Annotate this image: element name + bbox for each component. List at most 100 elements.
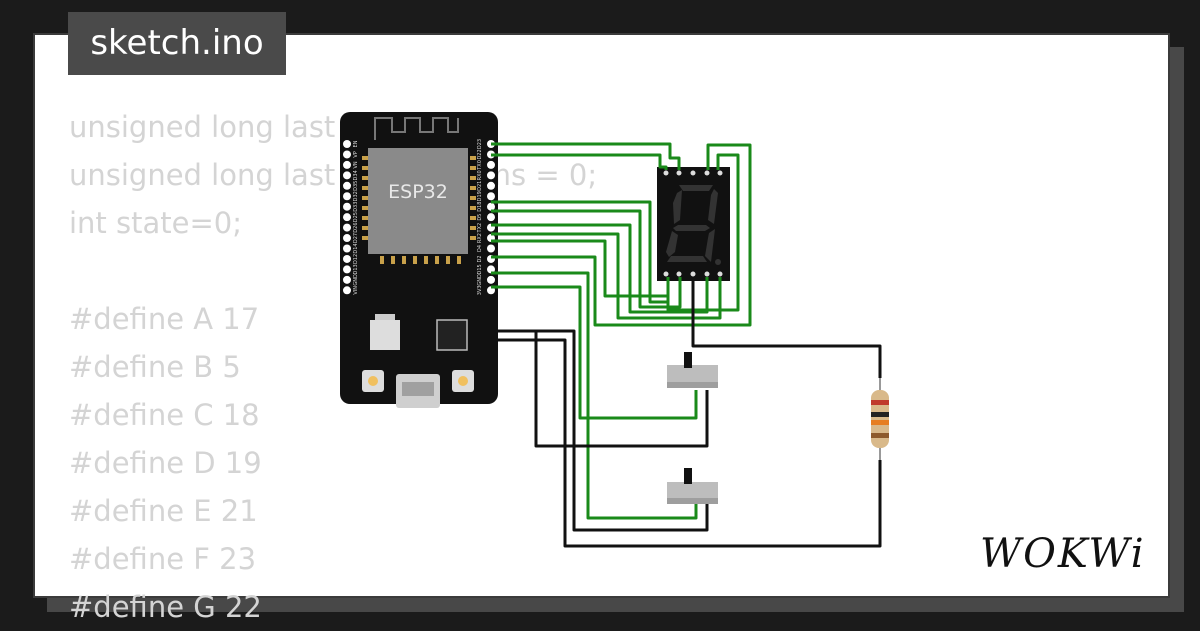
chip-pad [362,156,368,160]
band-2 [871,412,889,417]
right-pin-label-1: D22 [477,149,483,159]
chip-pad [470,206,476,210]
right-pin-hole-10[interactable] [487,244,495,253]
right-pin-hole-7[interactable] [487,213,495,222]
chip-label: ESP32 [388,181,448,203]
right-pin-hole-13[interactable] [487,275,495,284]
right-pin-label-10: D4 [477,245,483,252]
signal-wires [491,142,752,520]
resistor[interactable] [871,378,889,460]
chip-pad [457,256,461,264]
left-pin-hole-11[interactable] [343,254,351,263]
chip-pad [362,176,368,180]
wire-d4 [491,285,698,420]
segment-a [679,185,713,191]
wire-gnd-switch1 [491,329,709,448]
band-3 [871,420,889,425]
pin-holes: ENVPVND34D35D32D33D25D26D27D14D12D13GNDV… [343,139,495,295]
boot-button-cap [458,376,468,386]
left-pin-label-2: VN [353,161,359,168]
seven-segment-display[interactable] [657,167,730,281]
chip-pad [362,206,368,210]
chip-pad [470,216,476,220]
left-pin-hole-12[interactable] [343,265,351,274]
left-pin-label-13: GND [353,274,359,286]
left-pin-hole-14[interactable] [343,286,351,295]
left-pin-hole-2[interactable] [343,160,351,169]
left-pin-label-3: D34 [353,170,359,180]
en-button-cap [368,376,378,386]
band-1 [871,400,889,405]
left-pin-hole-13[interactable] [343,275,351,284]
chip-pad [391,256,395,264]
segment-c [705,229,715,262]
left-pin-hole-9[interactable] [343,234,351,243]
left-pin-label-7: D25 [353,212,359,222]
display-pins [663,170,723,277]
right-pin-label-9: RX2 [477,233,483,243]
left-pin-hole-6[interactable] [343,202,351,211]
wire-d2 [491,271,698,520]
ground-wires [491,277,882,548]
segments [666,185,718,262]
right-pin-label-4: D21 [477,181,483,191]
left-pin-hole-0[interactable] [343,140,351,148]
chip-pad [470,186,476,190]
right-pin-label-2: TX0 [477,160,483,171]
right-pin-hole-4[interactable] [487,181,495,190]
chip-pad [470,156,476,160]
file-tab[interactable]: sketch.ino [68,12,286,75]
left-pin-hole-1[interactable] [343,150,351,159]
wire-d22 [491,153,668,170]
usb-chip [436,319,468,351]
wire-d21 [491,200,670,304]
switch-2-lever [684,468,692,484]
segment-b [708,189,718,224]
right-pin-label-12: D15 [477,264,483,274]
band-4 [871,433,889,438]
chip-pad [413,256,417,264]
left-pin-hole-3[interactable] [343,171,351,180]
wire-d23 [491,142,681,170]
left-pin-label-8: D26 [353,222,359,232]
code-editor[interactable]: unsigned long last unsigned long last ms… [69,110,598,624]
chip-pad [424,256,428,264]
right-pin-label-11: D2 [477,255,483,262]
wire-rx2 [491,143,752,327]
left-pin-label-14: VIN [353,286,359,295]
chip-pad [470,226,476,230]
wire-d18 [491,223,709,314]
esp32-board[interactable]: ESP32 ENVPVND34D35D32D33D25D26D27D14D12D… [340,112,498,408]
segment-f [673,190,682,224]
right-pin-label-7: D5 [477,214,483,221]
micro-usb-opening [402,382,434,396]
right-pin-hole-2[interactable] [487,160,495,169]
left-pin-hole-5[interactable] [343,192,351,201]
chip-pad [470,236,476,240]
left-pin-label-10: D14 [353,243,359,253]
chip-pad [362,196,368,200]
left-pin-hole-7[interactable] [343,213,351,222]
segment-g [673,225,710,231]
right-pin-label-0: D23 [477,139,483,149]
segment-d [667,256,707,262]
right-pin-hole-6[interactable] [487,202,495,211]
slide-switch-1[interactable] [667,352,718,388]
chip-pad [362,226,368,230]
left-pin-hole-4[interactable] [343,181,351,190]
right-pin-hole-12[interactable] [487,265,495,274]
wire-common [691,277,882,378]
right-pin-hole-3[interactable] [487,171,495,180]
segment-e [666,231,678,257]
left-pin-hole-10[interactable] [343,244,351,253]
chip-pad [402,256,406,264]
right-pin-hole-5[interactable] [487,192,495,201]
chip-pad [470,196,476,200]
chip-pad [435,256,439,264]
slide-switch-2[interactable] [667,468,718,504]
left-pin-label-5: D32 [353,191,359,201]
chip-pad [446,256,450,264]
logo-text: WOKWi [980,531,1146,577]
left-pin-hole-8[interactable] [343,223,351,232]
